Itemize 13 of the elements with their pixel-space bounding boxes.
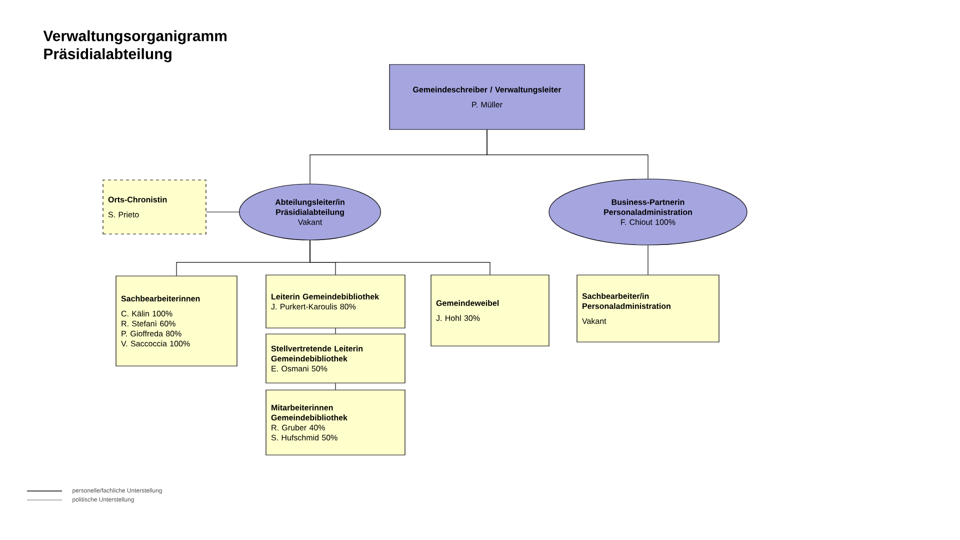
title: Verwaltungsorganigramm Präsidialabteilung: [43, 30, 226, 62]
position-box: Orts-Chronistin S. Prieto: [102, 180, 206, 234]
position-box: Stellvertretende Leiterin Gemeindebibliothek E. Osmani 50%: [266, 334, 406, 384]
connector-line: [310, 240, 490, 275]
position-box: Sachbearbeiter/in Personaladministration Vakant: [576, 274, 720, 342]
position-box: Gemeindeschreiber / Verwaltungsleiter P. Müller: [389, 64, 585, 130]
connector-line: [486, 130, 648, 179]
position-box: Gemeindeweibel J. Hohl 30%: [430, 274, 550, 346]
position-box: Mitarbeiterinnen Gemeindebibliothek R. Gruber 40% S. Hufschmid 50%: [266, 390, 406, 456]
position-box: Sachbearbeiterinnen C. Kälin 100% R. Stefanì 60% P. Gioffreda 80% V. Saccoccia 100%: [116, 276, 238, 366]
connector-line: [335, 383, 336, 390]
connector-line: [335, 328, 336, 334]
position-box: Leiterin Gemeindebibliothek J. Purkert-Karoulis 80%: [266, 274, 406, 328]
